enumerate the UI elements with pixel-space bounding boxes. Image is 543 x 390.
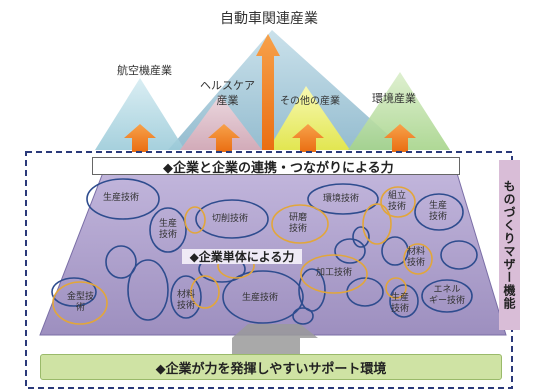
band-single-text: ◆企業単体による力 [189,250,295,264]
arrow-auto [256,34,280,150]
tech-label-production: 生産技術 [242,293,279,303]
label-other-industry: その他の産業 [280,96,340,107]
label-health-industry: ヘルスケア 産業 [200,79,255,107]
tech-label-production: 生産 技術 [391,293,410,314]
arrow-other [292,124,324,152]
band-support-text: ◆企業が力を発揮しやすいサポート環境 [155,361,387,377]
tech-label-cutting: 切削技術 [212,214,249,224]
arrow-aero [124,124,156,152]
label-env-industry: 環境産業 [372,92,416,105]
band-support: ◆企業が力を発揮しやすいサポート環境 [40,354,502,380]
tech-label-material: 材料 技術 [407,247,426,268]
band-cooperation: ◆企業と企業の連携・つながりによる力 [92,157,460,176]
support-arrow [232,324,318,354]
mountain-aero [95,78,185,150]
tech-label-polishing: 研磨 技術 [289,213,308,234]
tech-label-production: 生産 技術 [159,219,178,240]
mountain-env [348,72,450,150]
band-single: ◆企業単体による力 [182,249,302,264]
tech-label-production: 生産技術 [103,193,140,203]
tech-label-energy: エネル ギー技術 [429,285,466,306]
label-auto-industry: 自動車関連産業 [220,11,318,27]
tech-label-environment: 環境技術 [323,194,360,204]
side-label-mother-function: ものづくりマザー機能 [499,160,520,330]
tech-label-production: 生産 技術 [429,201,448,222]
arrow-env [384,124,416,152]
side-label-text: ものづくりマザー機能 [502,180,516,310]
mountain-health [180,95,262,150]
tech-label-material: 材料 技術 [177,290,196,311]
band-cooperation-text: ◆企業と企業の連携・つながりによる力 [163,160,394,176]
tech-label-mold: 金型技 術 [67,292,95,313]
arrow-health [208,124,240,152]
tech-label-processing: 加工技術 [316,268,353,278]
label-aero-industry: 航空機産業 [117,64,172,77]
tech-label-assembly: 組立 技術 [388,191,407,212]
mountain-other [268,86,350,150]
